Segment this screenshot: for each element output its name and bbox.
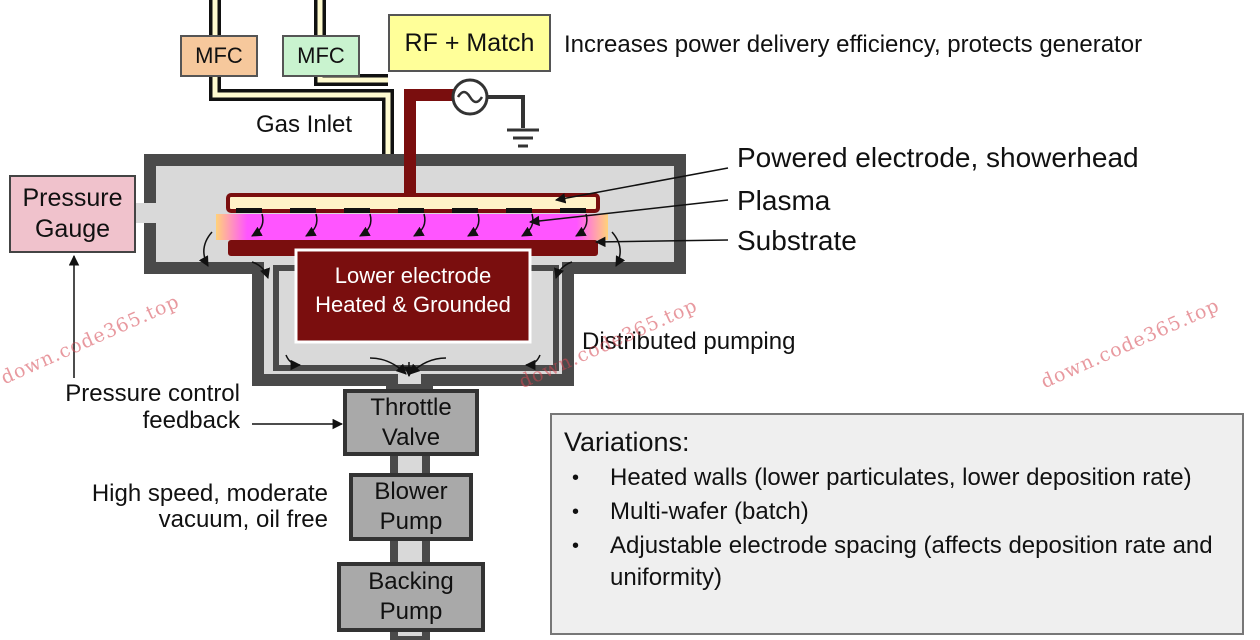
- pump-note-line1: High speed, moderate: [91, 480, 328, 507]
- backing-pump-line2: Pump: [379, 598, 443, 625]
- mfc-label: MFC: [297, 43, 345, 68]
- rf-feed: [404, 89, 455, 195]
- blower-pump-box: Blower Pump: [349, 473, 473, 541]
- rf-ground-wire: [485, 95, 525, 128]
- pump-note-line2: vacuum, oil free: [158, 506, 328, 533]
- plasma-label: Plasma: [737, 185, 831, 216]
- pressure-gauge-label: Pressure Gauge: [22, 184, 123, 243]
- lower-electrode-label: Lower electrode Heated & Grounded: [298, 261, 528, 319]
- gauge-port: [136, 203, 156, 223]
- variations-title: Variations:: [564, 427, 690, 457]
- lower-electrode-body: [294, 248, 532, 344]
- mfc-box-2: MFC: [282, 35, 360, 77]
- ac-source-icon: [451, 78, 489, 116]
- throttle-valve-box: Throttle Valve: [343, 389, 479, 456]
- ground-icon: [507, 128, 539, 148]
- variations-box: Variations: Heated walls (lower particul…: [550, 413, 1244, 635]
- pressure-control-line2: feedback: [142, 407, 240, 434]
- variation-item: Adjustable electrode spacing (affects de…: [564, 530, 1228, 594]
- blower-pump-line2: Pump: [379, 508, 443, 535]
- gas-inlet-label: Gas Inlet: [256, 111, 353, 138]
- substrate-label: Substrate: [737, 225, 857, 256]
- backing-pump-line1: Backing: [368, 568, 454, 595]
- distributed-pumping-label: Distributed pumping: [582, 328, 796, 355]
- lower-electrode-line1: Lower electrode: [334, 263, 492, 288]
- flow-arrows: [198, 213, 626, 378]
- rf-match-box: RF + Match: [388, 14, 551, 72]
- pressure-control-label: Pressure control feedback: [30, 380, 240, 434]
- rf-match-label: RF + Match: [404, 28, 535, 57]
- variations-list: Heated walls (lower particulates, lower …: [564, 462, 1228, 594]
- pressure-control-line1: Pressure control: [65, 380, 240, 407]
- leader-lines: [68, 167, 729, 430]
- blower-pump-line1: Blower: [374, 478, 448, 505]
- pump-note: High speed, moderate vacuum, oil free: [40, 481, 328, 533]
- variation-item: Heated walls (lower particulates, lower …: [564, 462, 1228, 494]
- throttle-valve-line2: Valve: [381, 423, 441, 451]
- powered-electrode-label: Powered electrode, showerhead: [737, 142, 1139, 173]
- mfc-box-1: MFC: [180, 35, 258, 77]
- pressure-gauge-box: Pressure Gauge: [9, 175, 136, 253]
- showerhead-holes: [236, 208, 586, 213]
- mfc-label: MFC: [195, 43, 243, 68]
- backing-pump-box: Backing Pump: [337, 562, 485, 632]
- variation-item: Multi-wafer (batch): [564, 496, 1228, 528]
- plasma: [216, 214, 608, 240]
- throttle-valve-line1: Throttle: [370, 393, 452, 421]
- lower-electrode-line2: Heated & Grounded: [315, 292, 511, 317]
- rf-note: Increases power delivery efficiency, pro…: [564, 31, 1143, 58]
